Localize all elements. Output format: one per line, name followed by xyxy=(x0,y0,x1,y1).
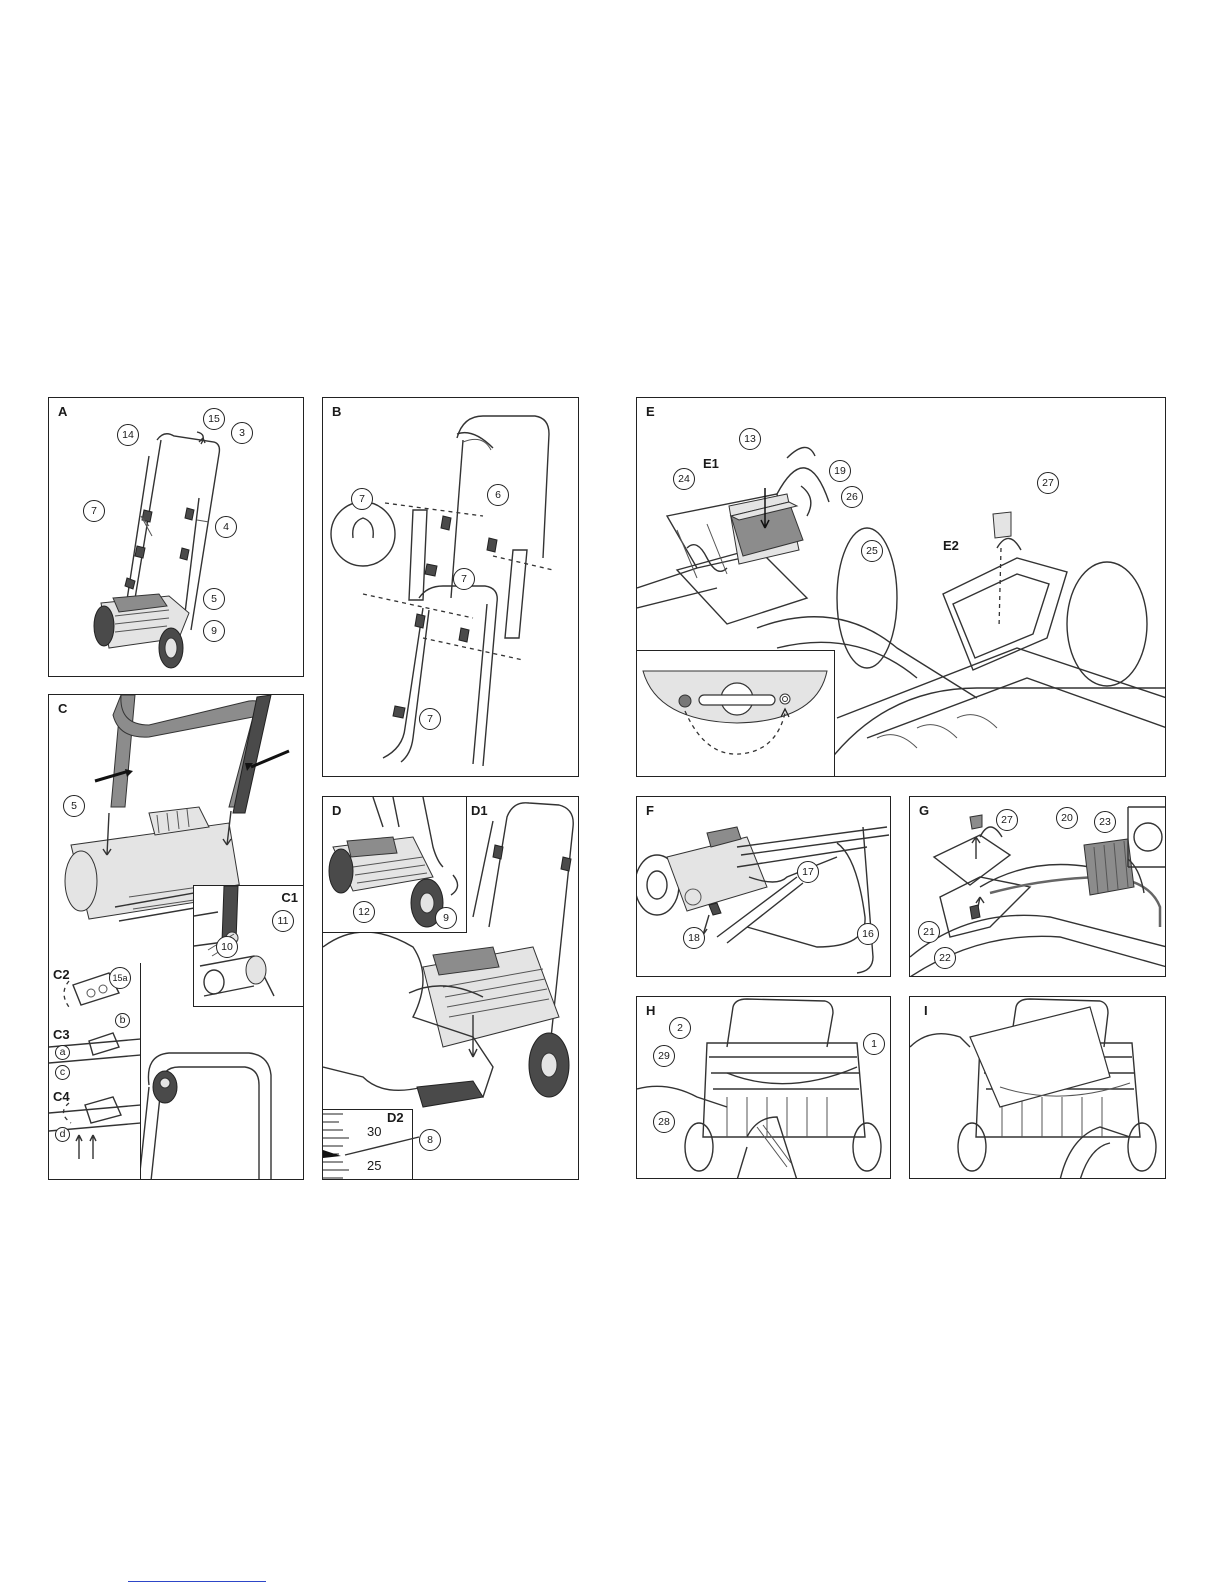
callout-21: 21 xyxy=(918,921,940,943)
callout-4: 4 xyxy=(215,516,237,538)
panel-g: G 27 20 23 21 22 xyxy=(909,796,1166,977)
letter-d: d xyxy=(55,1127,70,1142)
panel-b: B 7 6 7 7 xyxy=(322,397,579,777)
callout-8-leader xyxy=(323,797,579,1180)
callout-3: 3 xyxy=(231,422,253,444)
callout-13: 13 xyxy=(739,428,761,450)
handle-bolt-detail xyxy=(194,886,304,1007)
callout-7: 7 xyxy=(83,500,105,522)
panel-f: F 17 18 16 xyxy=(636,796,891,977)
callout-7-bottom: 7 xyxy=(419,708,441,730)
callout-5: 5 xyxy=(203,588,225,610)
panel-i: I xyxy=(909,996,1166,1179)
callout-6: 6 xyxy=(487,484,509,506)
callout-20: 20 xyxy=(1056,807,1078,829)
callout-22: 22 xyxy=(934,947,956,969)
page-footer-link[interactable] xyxy=(128,1581,266,1582)
callout-16: 16 xyxy=(857,923,879,945)
paper-cutting-test-illustration xyxy=(910,997,1166,1179)
handle-exploded-illustration xyxy=(323,398,579,777)
callout-8: 8 xyxy=(419,1129,441,1151)
callout-24: 24 xyxy=(673,468,695,490)
callout-1: 1 xyxy=(863,1033,885,1055)
grass-bag-illustration xyxy=(637,797,891,977)
scarifier-assembled-illustration xyxy=(49,398,304,677)
callout-23: 23 xyxy=(1094,811,1116,833)
panel-h: H 2 1 29 28 xyxy=(636,996,891,1179)
callout-25: 25 xyxy=(861,540,883,562)
panel-e: E E1 E2 13 24 19 26 25 27 xyxy=(636,397,1166,777)
callout-27: 27 xyxy=(1037,472,1059,494)
panel-d: D D 12 9 D1 D2 xyxy=(322,796,579,1180)
callout-17: 17 xyxy=(797,861,819,883)
callout-7-middle: 7 xyxy=(453,568,475,590)
callout-28: 28 xyxy=(653,1111,675,1133)
callout-27: 27 xyxy=(996,809,1018,831)
letter-a: a xyxy=(55,1045,70,1060)
callout-11: 11 xyxy=(272,910,294,932)
callout-18: 18 xyxy=(683,927,705,949)
callout-5: 5 xyxy=(63,795,85,817)
letter-c: c xyxy=(55,1065,70,1080)
panel-c: C 5 C1 11 10 xyxy=(48,694,304,1180)
callout-15a: 15a xyxy=(109,967,131,989)
callout-9: 9 xyxy=(203,620,225,642)
callout-29: 29 xyxy=(653,1045,675,1067)
switch-detail xyxy=(637,651,835,777)
callout-14: 14 xyxy=(117,424,139,446)
callout-19: 19 xyxy=(829,460,851,482)
callout-15: 15 xyxy=(203,408,225,430)
letter-b: b xyxy=(115,1013,130,1028)
callout-10: 10 xyxy=(216,936,238,958)
subpanel-e-switch xyxy=(637,650,835,777)
callout-7-detail: 7 xyxy=(351,488,373,510)
callout-2: 2 xyxy=(669,1017,691,1039)
subpanel-c1: C1 11 10 xyxy=(193,885,304,1007)
callout-26: 26 xyxy=(841,486,863,508)
panel-a: A 14 15 3 7 4 5 9 xyxy=(48,397,304,677)
subpanel-c2-c4: C2 C3 C4 15a b a c d xyxy=(49,963,141,1180)
